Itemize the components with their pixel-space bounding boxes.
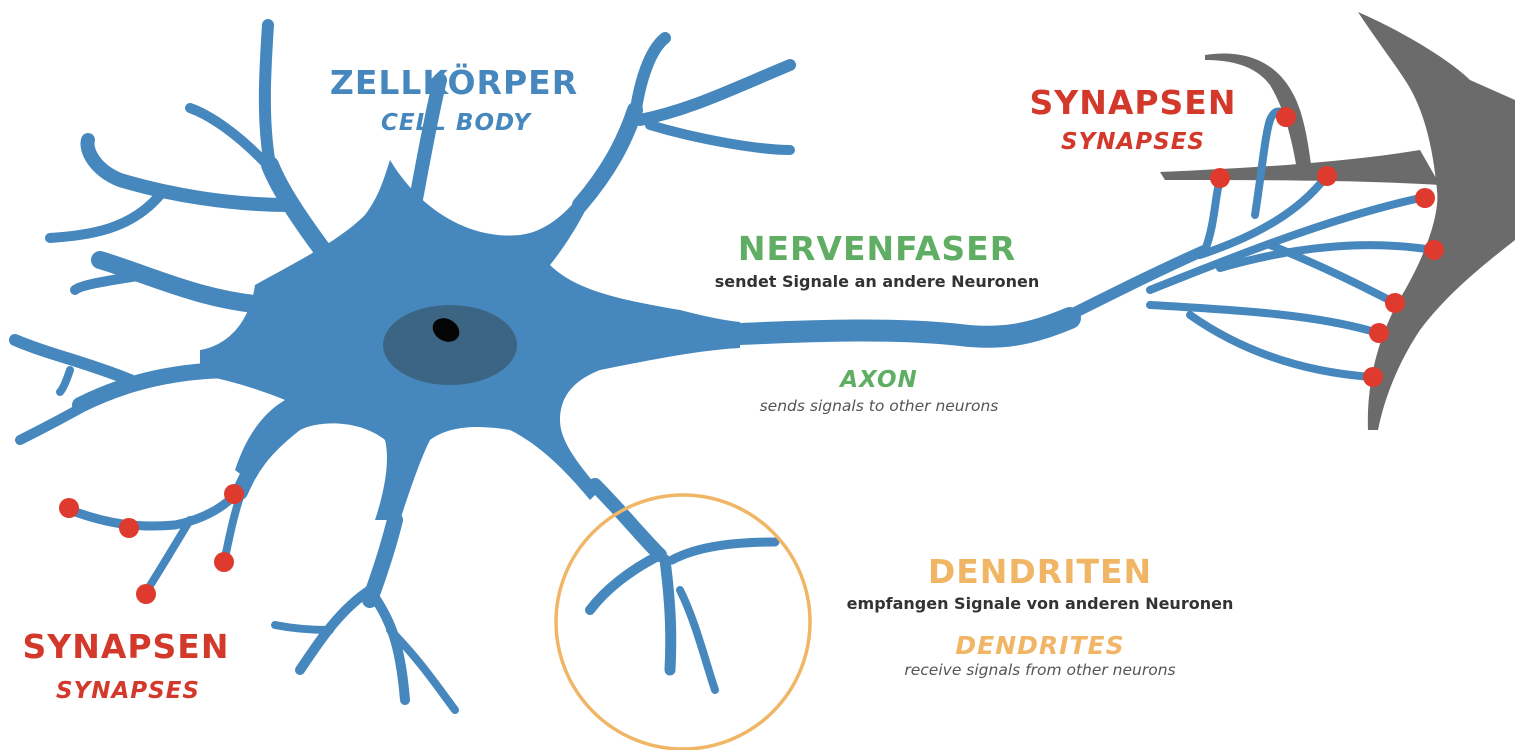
synapses-left-title: SYNAPSEN bbox=[23, 630, 230, 663]
synapse-dot bbox=[1363, 367, 1383, 387]
nerve-fiber-title: NERVENFASER bbox=[738, 232, 1016, 265]
synapse-dot bbox=[1276, 107, 1296, 127]
synapse-dot bbox=[136, 584, 156, 604]
axon-description: sends signals to other neurons bbox=[760, 399, 999, 415]
dendrite-highlight-circle bbox=[556, 495, 810, 749]
nerve-fiber-description: sendet Signale an andere Neuronen bbox=[715, 274, 1040, 290]
synapses-top-subtitle: SYNAPSES bbox=[1061, 131, 1205, 154]
synapses-top-title: SYNAPSEN bbox=[1030, 86, 1237, 119]
synapse-dot bbox=[1424, 240, 1444, 260]
cell-body-title: ZELLKÖRPER bbox=[330, 66, 578, 99]
synapse-dot bbox=[1415, 188, 1435, 208]
cell-body-subtitle: CELL BODY bbox=[381, 112, 531, 135]
synapses-left-subtitle: SYNAPSES bbox=[56, 680, 200, 703]
synapse-dot bbox=[1210, 168, 1230, 188]
synapse-dot bbox=[119, 518, 139, 538]
synapse-dot bbox=[1369, 323, 1389, 343]
dendrites-subtitle: DENDRITES bbox=[955, 633, 1124, 658]
synapse-dot bbox=[224, 484, 244, 504]
synapse-dots-left bbox=[59, 484, 244, 604]
nucleus bbox=[383, 305, 517, 385]
axon-title: AXON bbox=[840, 369, 918, 392]
target-cell-body bbox=[1358, 12, 1515, 430]
dendrites-description-en: receive signals from other neurons bbox=[904, 663, 1175, 679]
dendrites-description-de: empfangen Signale von anderen Neuronen bbox=[847, 596, 1234, 612]
synapse-dot bbox=[214, 552, 234, 572]
synapse-dot bbox=[59, 498, 79, 518]
dendrites-title: DENDRITEN bbox=[928, 555, 1152, 588]
synapse-dot bbox=[1317, 166, 1337, 186]
synapse-dot bbox=[1385, 293, 1405, 313]
